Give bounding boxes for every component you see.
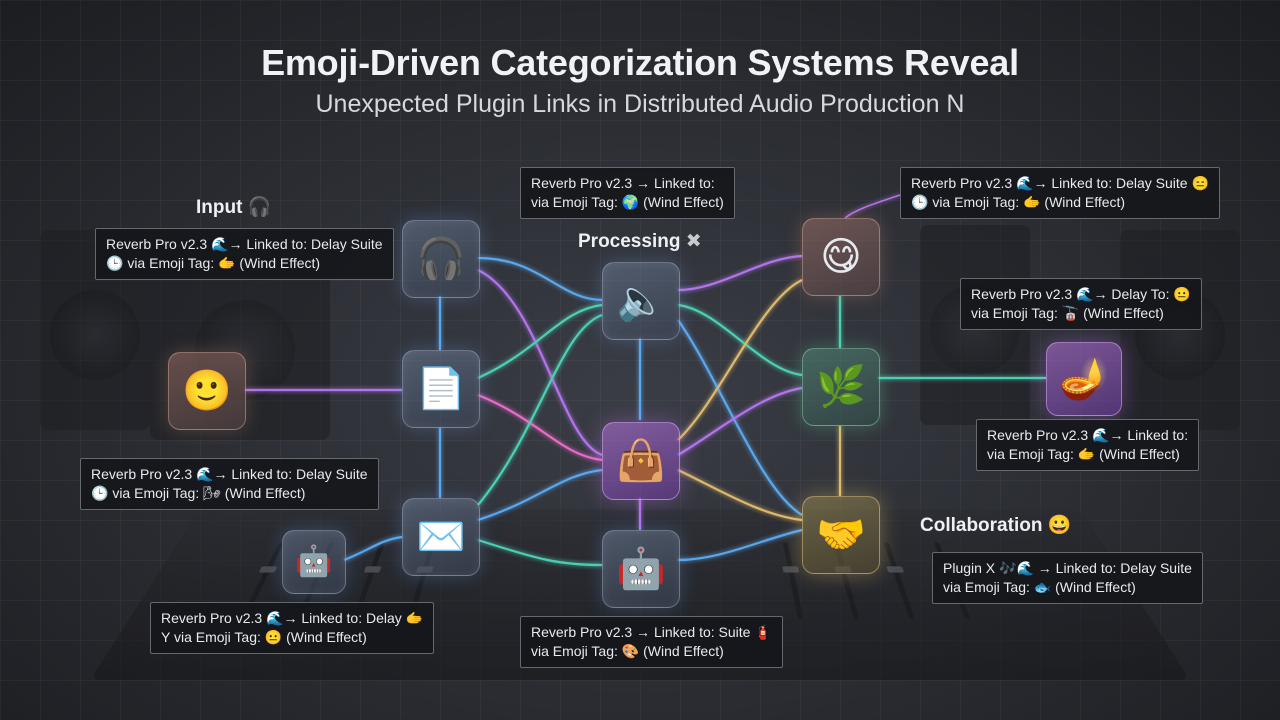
- info-card-right-upper: Reverb Pro v2.3 🌊→ Delay To: 😐via Emoji …: [960, 278, 1202, 330]
- robot-left-node[interactable]: 🤖: [282, 530, 346, 594]
- link-robotleft-envelope: [344, 537, 402, 560]
- document-node[interactable]: 📄: [402, 350, 480, 428]
- link-envelope-speaker: [478, 315, 602, 505]
- leaf-node[interactable]: 🌿: [802, 348, 880, 426]
- lamp-icon: 🪔: [1059, 359, 1109, 399]
- headphones-node[interactable]: 🎧: [402, 220, 480, 298]
- info-card-bottom-center: Reverb Pro v2.3 → Linked to: Suite 🧯via …: [520, 616, 783, 668]
- robot-icon: 🤖: [616, 549, 666, 589]
- leaf-icon: 🌿: [816, 367, 866, 407]
- info-card-collaboration: Plugin X 🎶🌊 → Linked to: Delay Suitevia …: [932, 552, 1203, 604]
- link-envelope-bag: [478, 470, 602, 520]
- info-card-right-lower: Reverb Pro v2.3 🌊→ Linked to:via Emoji T…: [976, 419, 1199, 471]
- section-label-collaboration: Collaboration 😀: [920, 513, 1071, 537]
- link-bag-handshake: [678, 470, 802, 520]
- smiley-icon: 🙂: [182, 371, 232, 411]
- cross-icon: ✖: [686, 231, 702, 252]
- face-icon: 😋: [820, 237, 862, 277]
- info-card-input: Reverb Pro v2.3 🌊→ Linked to: Delay Suit…: [95, 228, 394, 280]
- document-icon: 📄: [416, 369, 466, 409]
- bag-icon: 👜: [616, 441, 666, 481]
- section-label-input: Input 🎧: [196, 195, 271, 219]
- envelope-icon: ✉️: [416, 517, 466, 557]
- link-speaker-leaf: [678, 305, 802, 375]
- robot-icon: 🤖: [295, 547, 332, 577]
- bag-node[interactable]: 👜: [602, 422, 680, 500]
- smiley-icon: 😀: [1048, 515, 1072, 536]
- handshake-icon: 🤝: [816, 515, 866, 555]
- info-card-left-middle: Reverb Pro v2.3 🌊→ Linked to: Delay Suit…: [80, 458, 379, 510]
- speaker-node[interactable]: 🔈: [602, 262, 680, 340]
- link-robot-handshake: [678, 530, 802, 560]
- link-document-speaker: [478, 305, 602, 378]
- robot-center-node[interactable]: 🤖: [602, 530, 680, 608]
- face-node[interactable]: 😋: [802, 218, 880, 296]
- smiley-node[interactable]: 🙂: [168, 352, 246, 430]
- lamp-node[interactable]: 🪔: [1046, 342, 1122, 416]
- info-card-top-center: Reverb Pro v2.3 → Linked to:via Emoji Ta…: [520, 167, 735, 219]
- speaker-icon: 🔈: [616, 281, 666, 321]
- link-bag-leaf: [678, 388, 802, 455]
- info-card-top-right: Reverb Pro v2.3 🌊→ Linked to: Delay Suit…: [900, 167, 1220, 219]
- section-label-processing: Processing ✖: [578, 230, 702, 253]
- link-headphones-speaker: [478, 258, 602, 300]
- link-speaker-face: [678, 256, 802, 290]
- headphones-icon: 🎧: [248, 197, 272, 218]
- envelope-node[interactable]: ✉️: [402, 498, 480, 576]
- headphones-icon: 🎧: [416, 239, 466, 279]
- handshake-node[interactable]: 🤝: [802, 496, 880, 574]
- info-card-left-bottom: Reverb Pro v2.3 🌊→ Linked to: Delay 🫱Y v…: [150, 602, 434, 654]
- link-envelope-robot: [478, 540, 602, 565]
- link-face-card: [845, 195, 900, 218]
